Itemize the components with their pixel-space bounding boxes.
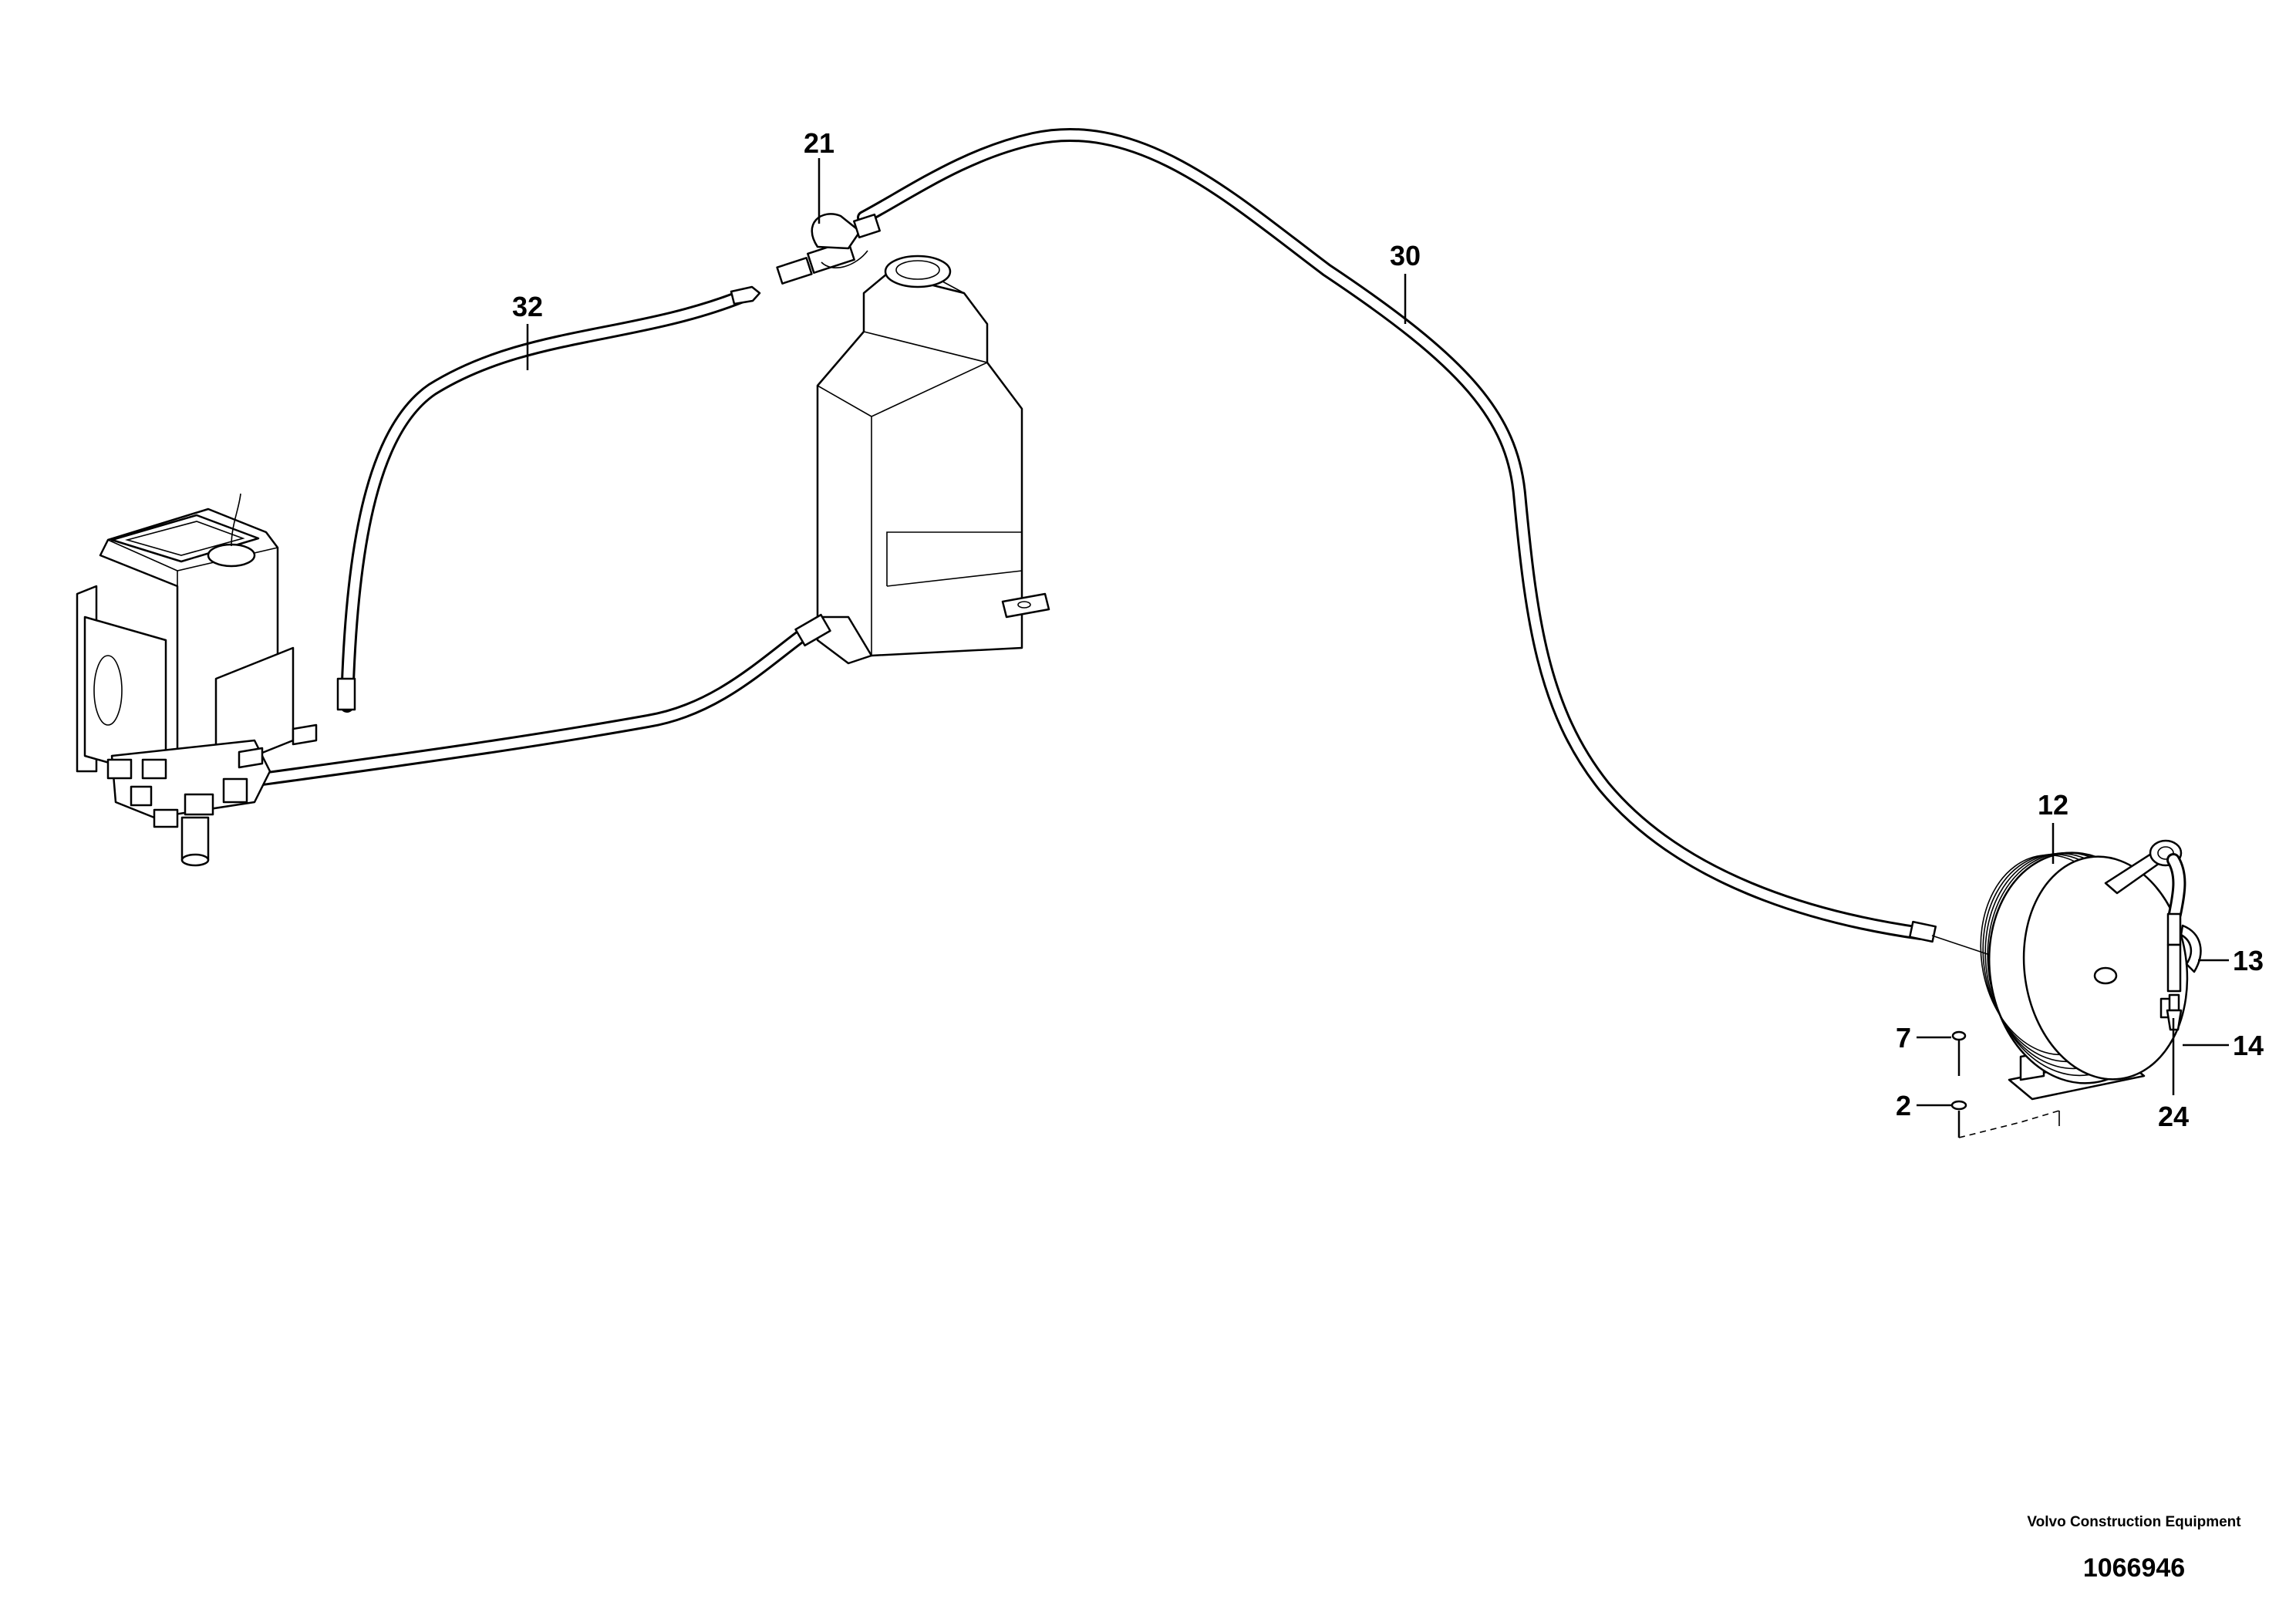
callout-2: 2 xyxy=(1896,1090,1911,1121)
hose-reel-12 xyxy=(1980,839,2189,1101)
hose-30 xyxy=(857,128,2168,1015)
valve-13 xyxy=(2166,912,2202,993)
drawing-number: 1066946 xyxy=(2082,1553,2186,1583)
callout-32: 32 xyxy=(512,291,543,322)
suction-hose xyxy=(255,613,831,786)
callout-14: 14 xyxy=(2233,1030,2264,1061)
washer-2 xyxy=(1950,1100,2060,1138)
callout-7: 7 xyxy=(1896,1022,1911,1054)
hose-32 xyxy=(336,285,761,713)
callout-30: 30 xyxy=(1390,240,1421,271)
callout-13: 13 xyxy=(2233,945,2264,976)
callout-24: 24 xyxy=(2158,1101,2189,1132)
tank xyxy=(816,255,1050,665)
footer-brand: Volvo Construction Equipment xyxy=(2027,1514,2241,1530)
callout-21: 21 xyxy=(804,127,834,159)
screw-7 xyxy=(1951,1030,1967,1076)
coupling-21 xyxy=(776,213,881,285)
grease-pump xyxy=(76,493,318,867)
callout-12: 12 xyxy=(2038,789,2068,821)
